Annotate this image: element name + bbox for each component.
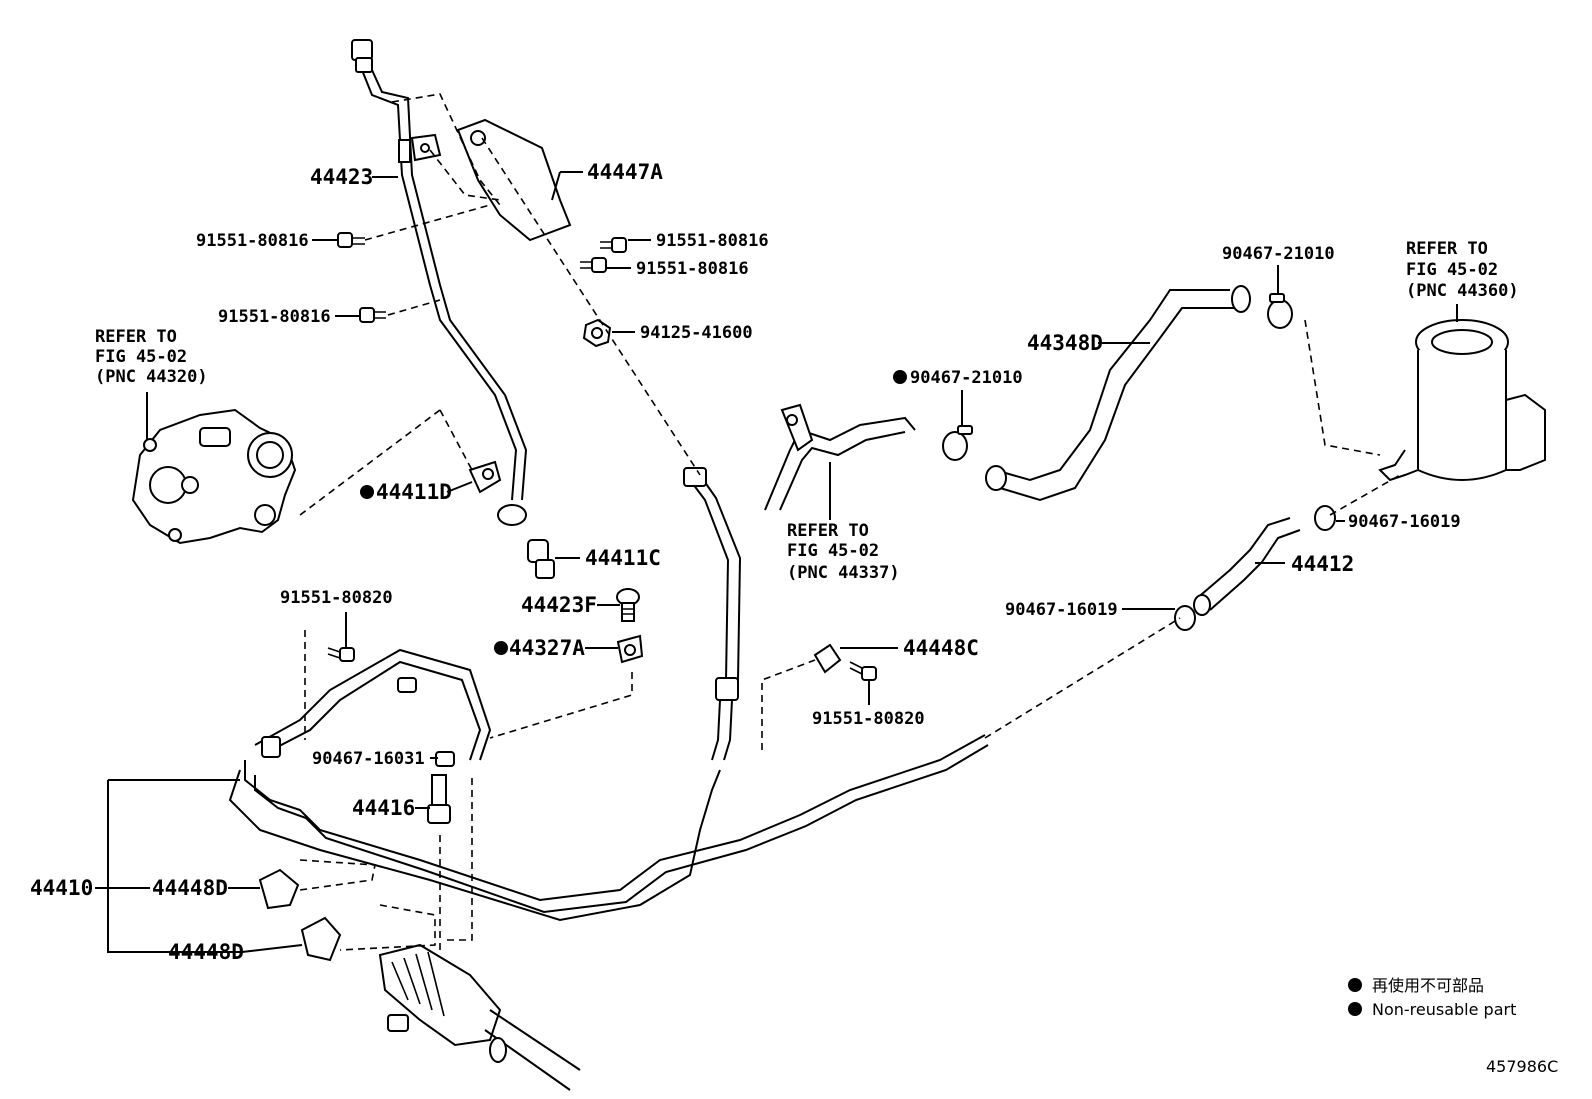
label-91551-80820-a: 91551-80820: [280, 588, 393, 608]
clip-90467-16019-a: [1314, 505, 1336, 531]
label-44448D-b: 44448D: [168, 940, 244, 964]
refer-cooler-line3: (PNC 44337): [787, 563, 900, 583]
label-90467-21010-b: 90467-21010: [910, 368, 1023, 388]
nonreusable-dot-44411D: [360, 485, 374, 499]
label-44423F: 44423F: [521, 593, 597, 617]
refer-cooler: REFER TO FIG 45-02 (PNC 44337): [787, 521, 900, 583]
nut-94125: [582, 318, 612, 348]
refer-pump-line1: REFER TO: [95, 327, 177, 347]
hose-44348D: [985, 285, 1251, 502]
union-bolt-44411C: [527, 539, 555, 579]
pressure-tube-44423: [351, 39, 528, 526]
nonreusable-dot-44327A: [494, 641, 508, 655]
label-91551-80820-b: 91551-80820: [812, 709, 925, 729]
label-91551-80816-c: 91551-80816: [636, 259, 749, 279]
refer-reservoir-line3: (PNC 44360): [1406, 281, 1519, 301]
label-44448C: 44448C: [903, 636, 979, 660]
label-90467-16019-a: 90467-16019: [1348, 512, 1461, 532]
clamp-44448D-a: [258, 868, 300, 910]
bolt-91551-a: [337, 232, 365, 248]
clip-90467-16019-b: [1174, 605, 1196, 631]
label-90467-16019-b: 90467-16019: [1005, 600, 1118, 620]
refer-reservoir: REFER TO FIG 45-02 (PNC 44360): [1406, 239, 1519, 301]
label-44412: 44412: [1291, 552, 1354, 576]
refer-pump: REFER TO FIG 45-02 (PNC 44320): [95, 327, 208, 387]
clip-90467-16031: [435, 751, 455, 767]
label-91551-80816-b: 91551-80816: [656, 231, 769, 251]
diagram-code: 457986C: [1486, 1057, 1558, 1076]
plug-44423F: [616, 588, 640, 622]
label-44448D-a: 44448D: [152, 876, 228, 900]
label-44416: 44416: [352, 796, 415, 820]
clamp-44448C: [813, 643, 842, 674]
label-44411C: 44411C: [585, 546, 661, 570]
refer-reservoir-line1: REFER TO: [1406, 239, 1488, 259]
label-44348D: 44348D: [1027, 331, 1103, 355]
nonreusable-dot-90467-21010: [893, 370, 907, 384]
dashed-leaders: [299, 93, 1401, 951]
label-90467-16031: 90467-16031: [312, 749, 425, 769]
bolt-91551-b: [600, 237, 627, 253]
bolt-91551-f: [849, 661, 877, 681]
label-44423: 44423: [310, 165, 373, 189]
gasket-44327A: [616, 634, 644, 664]
refer-pump-line3: (PNC 44320): [95, 367, 208, 387]
label-44411D: 44411D: [376, 480, 452, 504]
union-44416: [427, 774, 451, 824]
reservoir-tank: [1378, 319, 1546, 482]
tube-set-44410: [228, 648, 989, 922]
refer-cooler-line2: FIG 45-02: [787, 541, 879, 561]
legend-english: Non-reusable part: [1372, 1000, 1516, 1019]
clamp-44448D-b: [300, 916, 342, 962]
bolt-91551-c: [580, 257, 607, 273]
refer-reservoir-line2: FIG 45-02: [1406, 260, 1498, 280]
bolt-91551-d: [359, 307, 386, 323]
label-90467-21010-a: 90467-21010: [1222, 244, 1335, 264]
label-44327A: 44327A: [509, 636, 585, 660]
label-44410: 44410: [30, 876, 93, 900]
hose-44412: [1193, 517, 1301, 616]
label-94125-41600: 94125-41600: [640, 323, 753, 343]
oil-pump-assembly: [131, 408, 297, 545]
cooler-refer-part: [764, 403, 916, 511]
label-44447A: 44447A: [587, 160, 663, 184]
clip-90467-21010-a: [1267, 293, 1293, 329]
leader-lines: [95, 171, 1458, 953]
label-91551-80816-d: 91551-80816: [218, 307, 331, 327]
label-91551-80816-a: 91551-80816: [196, 231, 309, 251]
bolt-91551-e: [327, 647, 355, 662]
legend-japanese: 再使用不可部品: [1372, 976, 1484, 995]
bracket-44447A: [410, 118, 572, 242]
refer-pump-line2: FIG 45-02: [95, 347, 187, 367]
steering-gear: [378, 943, 581, 1091]
refer-cooler-line1: REFER TO: [787, 521, 869, 541]
union-bolt-44411D: [468, 460, 502, 494]
legend-dot-jp: [1348, 978, 1362, 992]
clip-90467-21010-b: [942, 425, 973, 461]
return-hose: [683, 467, 742, 761]
legend-dot-en: [1348, 1002, 1362, 1016]
